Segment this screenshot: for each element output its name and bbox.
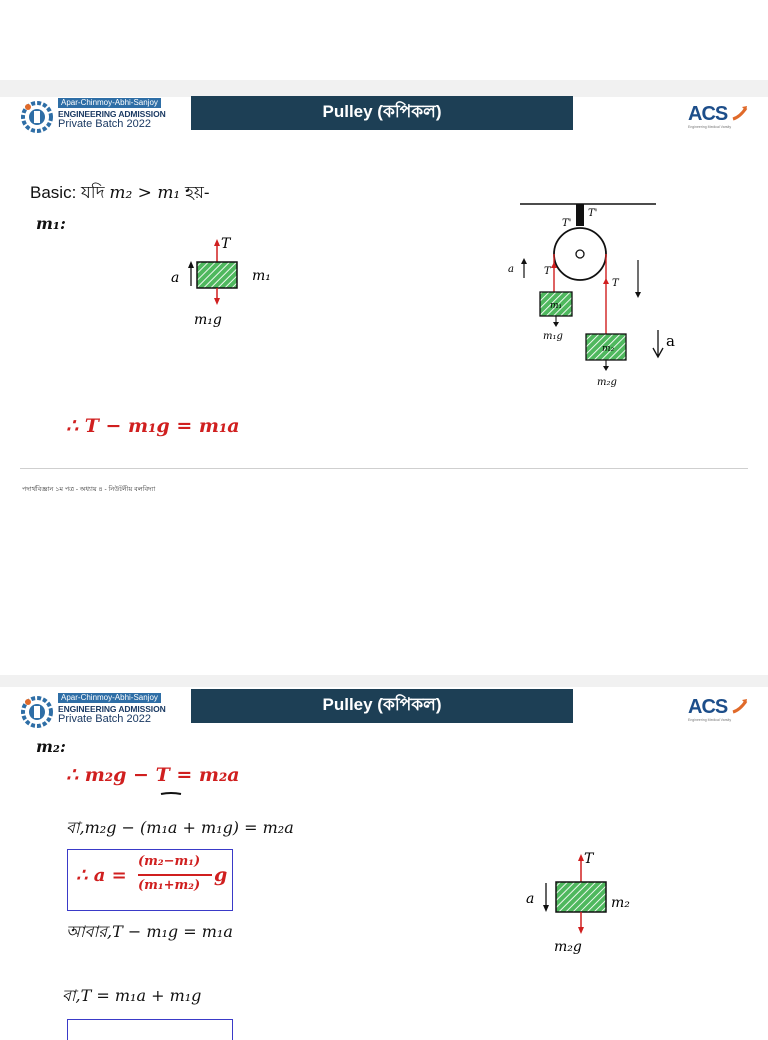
pulley-m2-label: m₂ — [602, 344, 615, 354]
pulley-diagram: T' T' T T a m₁ m₁g m₂ m₂g a — [508, 203, 675, 388]
eq3-denominator: (m₁+m₂) — [138, 878, 201, 893]
basic-label: Basic: যদি — [30, 183, 110, 202]
handwritten-underline — [160, 792, 182, 795]
pulley-support — [576, 204, 584, 226]
accel-left-arrow-head — [521, 258, 527, 264]
acs-logo: ACS Engineering Medical Varsity — [688, 103, 748, 133]
acs-swoosh-icon — [732, 106, 748, 121]
slide-1-page: Apar-Chinmoy-Abhi-Sanjoy ENGINEERING ADM… — [0, 96, 768, 513]
t-right-label: T — [612, 278, 620, 289]
slide-2-page: Apar-Chinmoy-Abhi-Sanjoy ENGINEERING ADM… — [0, 687, 768, 1040]
brand-tagline: Apar-Chinmoy-Abhi-Sanjoy — [58, 98, 161, 108]
free-body-diagram-m1: T a m₁ m₁g — [171, 236, 271, 328]
weight-m1-head — [553, 322, 559, 327]
background-band-middle — [0, 513, 768, 675]
brand-line-2: ENGINEERING ADMISSION — [58, 109, 166, 119]
brand-logo-icon — [21, 101, 53, 133]
pulley-m1-label: m₁ — [550, 301, 562, 311]
basic-line: Basic: যদি m₂ > m₁ হয়- — [30, 180, 210, 208]
slide-2: Apar-Chinmoy-Abhi-Sanjoy ENGINEERING ADM… — [0, 675, 768, 1040]
weight-arrow-head — [214, 298, 220, 305]
footer-divider — [20, 468, 748, 469]
brand-header-2: Apar-Chinmoy-Abhi-Sanjoy ENGINEERING ADM… — [20, 692, 180, 732]
block-m1 — [196, 261, 238, 289]
t-prime-left-label: T' — [562, 218, 571, 229]
weight-m2-head — [603, 366, 609, 371]
a-right-label: a — [666, 332, 675, 350]
acs-swoosh-icon-2 — [732, 699, 748, 714]
brand-line-3b: Private Batch 2022 — [58, 713, 151, 725]
background-band-top — [0, 0, 768, 80]
result-box-accel: ∴ a = (m₂−m₁) (m₁+m₂) g — [67, 849, 233, 911]
m2-fbd-tension-label: T — [584, 851, 595, 867]
brand-line-2b: ENGINEERING ADMISSION — [58, 704, 166, 714]
m2-accel-arrow-head — [543, 905, 549, 912]
rope-right-arrow — [603, 278, 609, 284]
m2-fbd-mass-label: m₂ — [611, 895, 630, 911]
block-m1-pulley — [539, 291, 573, 317]
equation-tension-1: আবার,T − m₁g = m₁a — [66, 922, 233, 941]
a-left-label: a — [508, 264, 514, 275]
brand-logo-icon-2 — [21, 696, 53, 728]
block-m2 — [555, 881, 607, 913]
tension-arrow-head — [214, 239, 220, 246]
accel-right-arrow-head — [635, 292, 641, 298]
eq3-fraction-bar — [138, 874, 212, 876]
fbd-accel-label: a — [171, 270, 179, 286]
brand-header: Apar-Chinmoy-Abhi-Sanjoy ENGINEERING ADM… — [20, 97, 180, 137]
result-box-tension — [67, 1019, 233, 1040]
eq3-g: g — [214, 864, 228, 886]
rope-left-arrow — [551, 262, 557, 268]
handwritten-accel-arrow — [652, 330, 664, 359]
brand-line-3: Private Batch 2022 — [58, 118, 151, 130]
acs-logo-text: ACS — [688, 103, 728, 125]
m2-heading: m₂: — [36, 737, 66, 756]
fbd-mass-label: m₁ — [252, 268, 271, 284]
basic-condition: m₂ > m₁ — [109, 183, 181, 203]
equation-m2-step2: বা,m₂g − (m₁a + m₁g) = m₂a — [66, 818, 294, 837]
equation-m2-step1: ∴ m₂g − T = m₂a — [66, 764, 240, 786]
m2-weight-arrow-head — [578, 927, 584, 934]
slide-2-title: Pulley (কপিকল) — [191, 689, 573, 723]
pulley-w2-label: m₂g — [597, 377, 617, 388]
equation-tension-2: বা,T = m₁a + m₁g — [62, 986, 202, 1005]
eq3-lhs: ∴ a = — [76, 865, 127, 886]
t-prime-right-label: T' — [588, 208, 597, 219]
eq3-numerator: (m₂−m₁) — [138, 854, 201, 869]
acs-logo-2: ACS Engineering Medical Varsity — [688, 696, 748, 726]
acs-logo-subtitle-2: Engineering Medical Varsity — [688, 718, 732, 722]
pulley-axle — [575, 249, 585, 259]
m2-tension-arrow-head — [578, 854, 584, 861]
equation-m1: ∴ T − m₁g = m₁a — [66, 415, 240, 437]
acs-logo-text-2: ACS — [688, 696, 728, 718]
m1-heading: m₁: — [36, 214, 66, 233]
t-left-label: T — [544, 266, 552, 277]
fbd-tension-label: T — [221, 236, 232, 252]
fbd-weight-label: m₁g — [194, 312, 222, 328]
accel-arrow-head — [188, 261, 194, 268]
brand-tagline-2: Apar-Chinmoy-Abhi-Sanjoy — [58, 693, 161, 703]
m2-fbd-accel-label: a — [526, 891, 534, 907]
slide-footer: পদার্থবিজ্ঞান ১ম পত্র - অধ্যায় ৪ - নিউট… — [22, 486, 156, 493]
free-body-diagram-m2: T a m₂ m₂g — [526, 851, 630, 955]
m2-fbd-weight-label: m₂g — [554, 939, 582, 955]
basic-suffix: হয়- — [180, 183, 210, 202]
acs-logo-subtitle: Engineering Medical Varsity — [688, 125, 732, 129]
slide-title: Pulley (কপিকল) — [191, 96, 573, 130]
pulley-w1-label: m₁g — [543, 331, 563, 342]
slide-1: Apar-Chinmoy-Abhi-Sanjoy ENGINEERING ADM… — [0, 80, 768, 513]
